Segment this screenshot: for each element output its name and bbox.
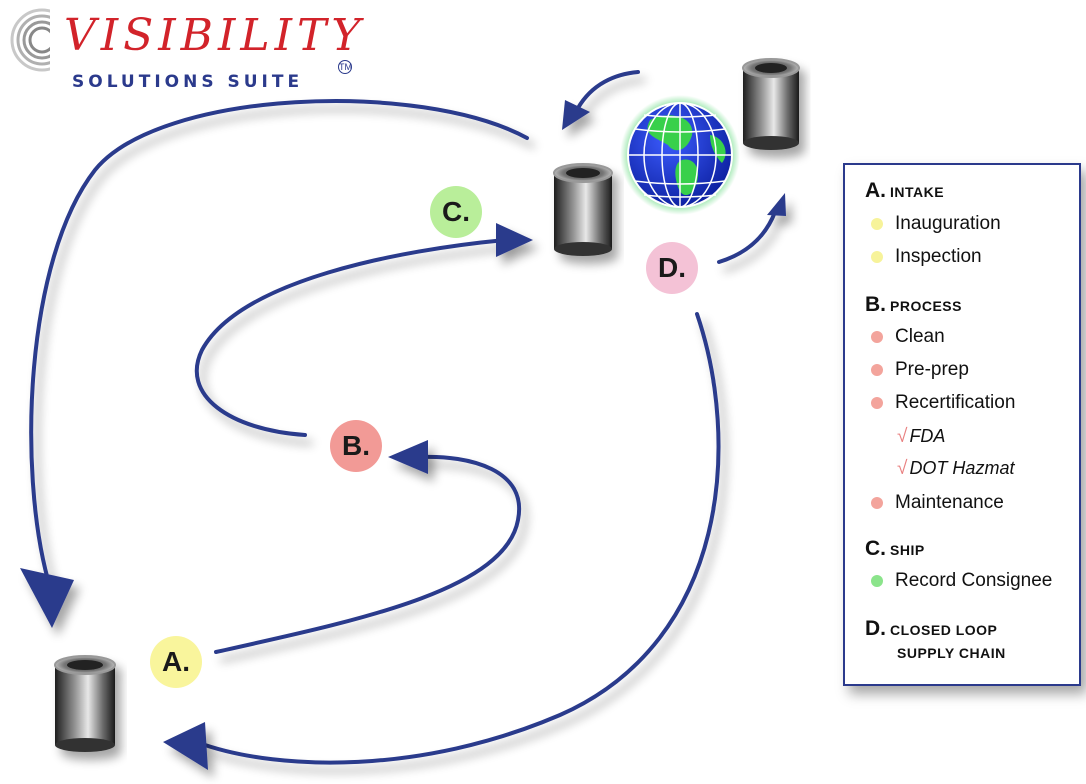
legend-item-label: Inauguration (895, 213, 1001, 234)
stage-node-d-label: D. (658, 252, 686, 283)
cylinder-icon (742, 58, 800, 150)
stage-node-a: A. (150, 636, 202, 688)
yellow-dot-icon (871, 218, 883, 230)
legend-section-closed-loop: D.CLOSED LOOP (865, 617, 997, 641)
arrow-top-curve (576, 70, 640, 110)
legend-letter: C. (865, 537, 886, 560)
legend-subitem-label: DOT Hazmat (909, 458, 1015, 478)
red-dot-icon (871, 497, 883, 509)
legend-subitem: √DOT Hazmat (897, 458, 1014, 480)
legend-title: SHIP (890, 542, 925, 558)
logo-swirl-icon (10, 5, 90, 75)
flow-arrows (29, 70, 777, 765)
legend-subitem: √FDA (897, 426, 945, 448)
cylinder-icon (553, 163, 613, 256)
arrow-d-to-globe (717, 210, 777, 264)
red-dot-icon (871, 331, 883, 343)
check-icon: √ (897, 458, 908, 479)
legend-item-label: Record Consignee (895, 570, 1053, 591)
yellow-dot-icon (871, 251, 883, 263)
legend-letter: D. (865, 617, 886, 640)
legend-section-ship: C.SHIP (865, 537, 925, 561)
legend-title: SUPPLY CHAIN (897, 645, 1006, 661)
legend-item: Record Consignee (871, 570, 1052, 592)
legend-item-label: Pre-prep (895, 359, 969, 380)
arrowhead-a (20, 568, 74, 628)
legend-section-process: B.PROCESS (865, 293, 962, 317)
red-dot-icon (871, 397, 883, 409)
trademark-badge: TM (338, 60, 352, 74)
legend-section-intake: A.INTAKE (865, 179, 944, 203)
legend-item-label: Maintenance (895, 492, 1004, 513)
legend-title: CLOSED LOOP (890, 622, 998, 638)
arrowhead-bottom (163, 722, 208, 770)
arrow-b-to-c (194, 238, 507, 437)
arrowhead-right (767, 193, 786, 216)
red-dot-icon (871, 364, 883, 376)
check-icon: √ (897, 426, 908, 447)
arrowhead-b (388, 440, 428, 474)
logo-title: VISIBILITY (64, 10, 366, 61)
arrowhead-top (562, 100, 590, 130)
legend-item: Maintenance (871, 492, 1004, 514)
cylinder-icon (54, 655, 116, 752)
green-dot-icon (871, 575, 883, 587)
stage-node-b-label: B. (342, 430, 370, 461)
legend-item: Inauguration (871, 213, 1001, 235)
arrow-heads (20, 100, 786, 770)
stage-node-c-label: C. (442, 196, 470, 227)
legend-item-label: Inspection (895, 246, 982, 267)
arrow-d-to-a (203, 312, 721, 765)
legend-letter: B. (865, 293, 886, 316)
legend-item: Recertification (871, 392, 1015, 414)
legend-item-label: Recertification (895, 392, 1016, 413)
arrowhead-c (496, 223, 533, 257)
stage-node-b: B. (330, 420, 382, 472)
legend-item: Inspection (871, 246, 982, 268)
arrow-a-to-b (214, 454, 522, 654)
legend-item-label: Clean (895, 326, 945, 347)
legend-item: Clean (871, 326, 945, 348)
legend-title: INTAKE (890, 184, 945, 200)
legend-panel: A.INTAKE Inauguration Inspection B.PROCE… (843, 163, 1081, 686)
stage-node-a-label: A. (162, 646, 190, 677)
stage-node-d: D. (646, 242, 698, 294)
legend-item: Pre-prep (871, 359, 969, 381)
logo-subtitle: SOLUTIONS SUITE (72, 72, 304, 92)
globe-icon (620, 95, 740, 215)
legend-section-closed-loop-line2: SUPPLY CHAIN (893, 645, 1006, 663)
legend-subitem-label: FDA (909, 426, 946, 446)
logo: VISIBILITY SOLUTIONS SUITE TM (10, 8, 360, 98)
legend-title: PROCESS (890, 298, 962, 314)
legend-letter: A. (865, 179, 886, 202)
arrow-return-to-a (29, 99, 529, 582)
stage-node-c: C. (430, 186, 482, 238)
